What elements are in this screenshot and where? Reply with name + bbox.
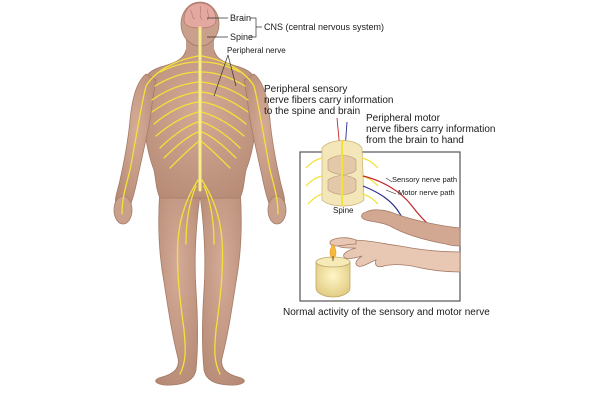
motor-fibers-line-3: from the brain to hand (366, 135, 464, 146)
spine-cross-section (305, 140, 379, 207)
motor-path-label: Motor nerve path (398, 188, 455, 197)
body-label-leaders (207, 17, 262, 97)
sensory-path-label: Sensory nerve path (392, 175, 458, 184)
inset-panel (299, 140, 461, 302)
inset-caption: Normal activity of the sensory and motor… (283, 307, 490, 318)
peripheral-nerve-label: Peripheral nerve (227, 46, 286, 55)
sensory-fibers-label: Peripheral sensory nerve fibers carry in… (264, 84, 394, 117)
motor-fibers-label: Peripheral motor nerve fibers carry info… (366, 113, 496, 146)
sensory-fibers-line-1: Peripheral sensory (264, 84, 348, 95)
candle (315, 243, 351, 298)
brain-label: Brain (230, 13, 252, 23)
left-hand (113, 195, 133, 225)
body-nerve-network (121, 26, 279, 375)
right-leg (199, 187, 245, 386)
human-body-figure (113, 1, 287, 386)
brain-folds (189, 5, 209, 21)
motor-fibers-line-1: Peripheral motor (366, 113, 440, 124)
cns-label: CNS (central nervous system) (264, 22, 385, 32)
right-hand (267, 195, 287, 225)
sensory-fibers-line-3: to the spine and brain (264, 106, 361, 117)
inset-thumb (329, 237, 357, 247)
inset-spine-label: Spine (333, 206, 354, 215)
inset-forearm (361, 209, 461, 247)
sensory-fibers-line-2: nerve fibers carry information (264, 95, 394, 106)
motor-fibers-line-2: nerve fibers carry information (366, 124, 496, 135)
spine-label: Spine (230, 32, 254, 42)
left-leg (155, 187, 201, 386)
